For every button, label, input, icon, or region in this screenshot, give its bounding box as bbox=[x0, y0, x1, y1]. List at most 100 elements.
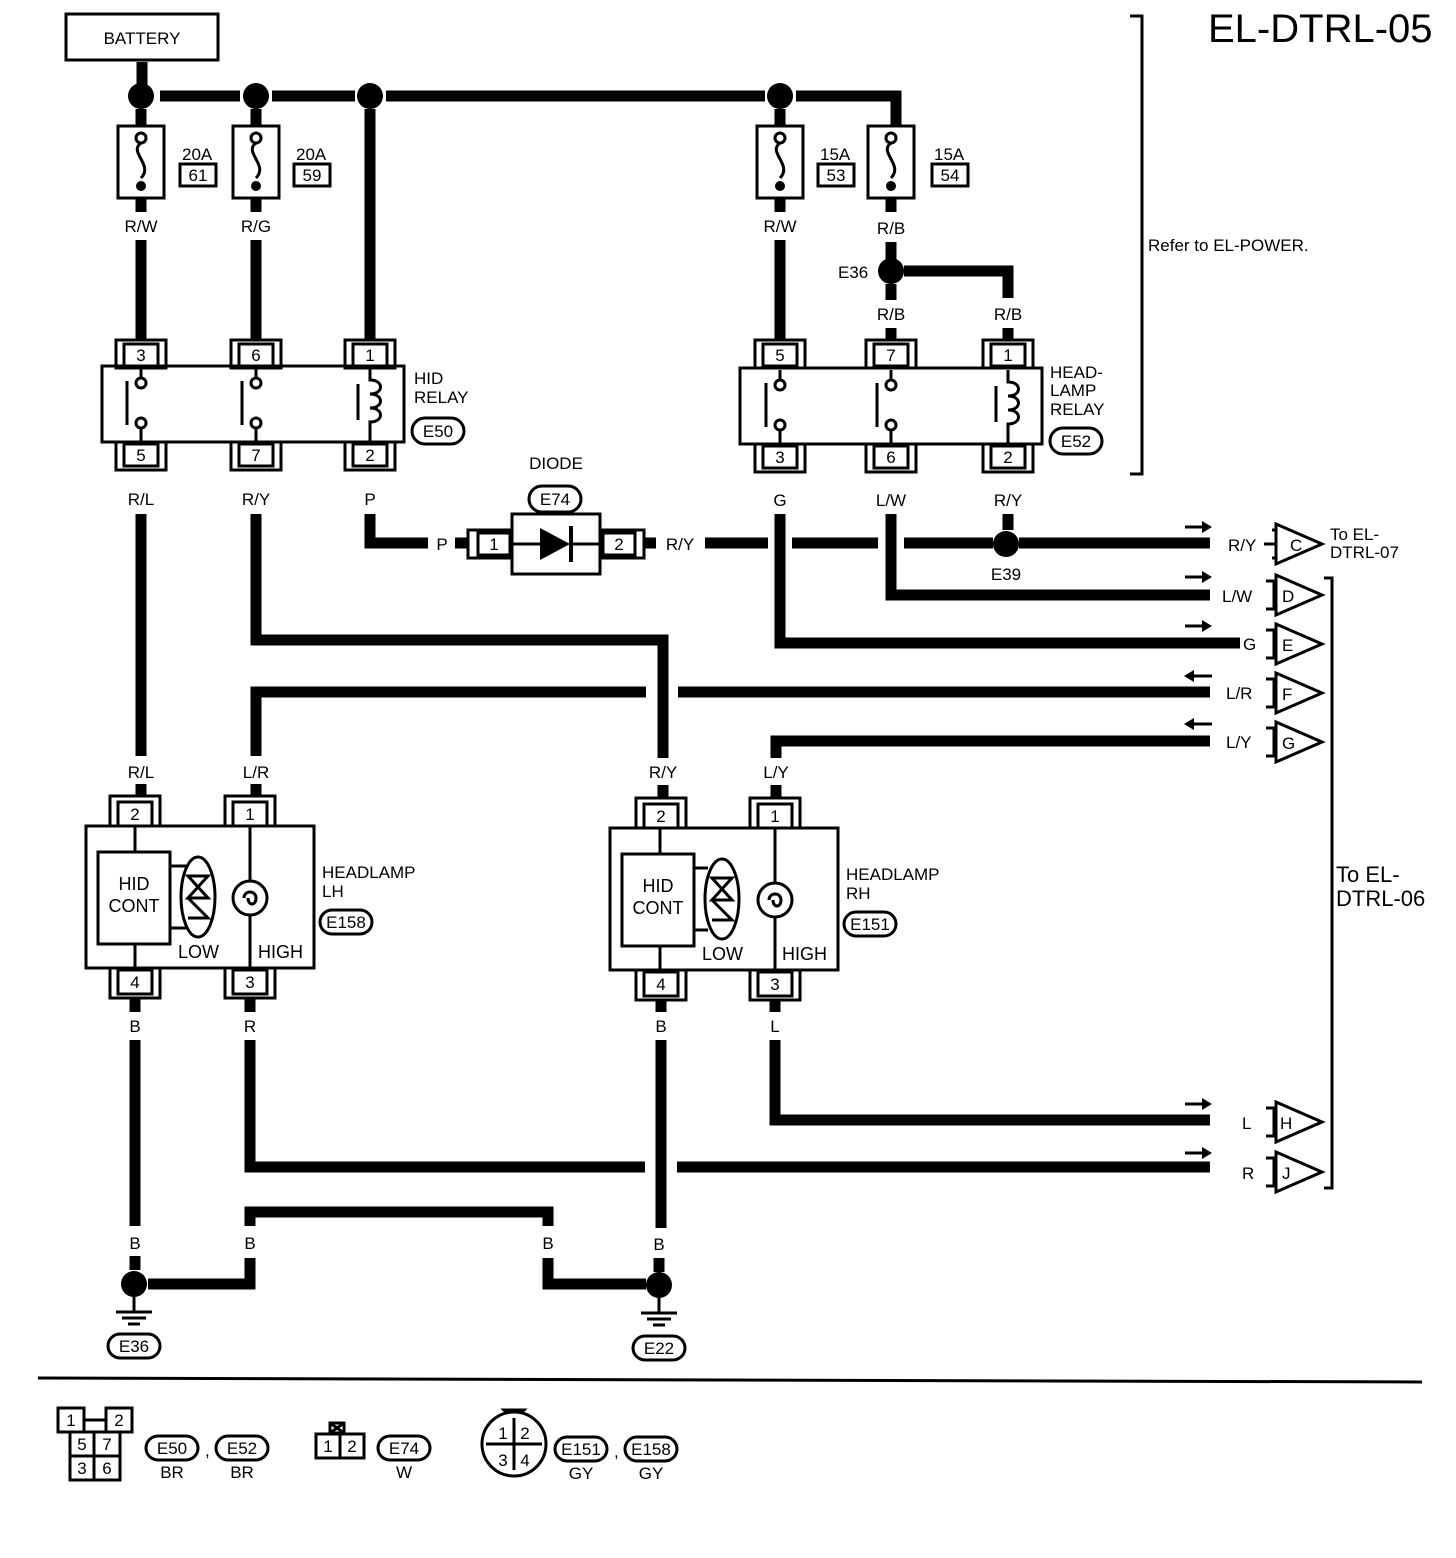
svg-text:E22: E22 bbox=[644, 1339, 674, 1358]
svg-text:LOW: LOW bbox=[702, 944, 743, 964]
svg-text:1: 1 bbox=[770, 807, 779, 826]
refer-text: Refer to EL-POWER. bbox=[1148, 236, 1309, 255]
wire-g: G bbox=[773, 491, 1240, 649]
legend-diode-connector: 1 2 E74 W bbox=[314, 1421, 432, 1482]
out-connector-c: R/Y C To EL- DTRL-07 bbox=[1185, 521, 1399, 567]
svg-text:20A: 20A bbox=[296, 145, 327, 164]
wire-rl: R/L R/L bbox=[128, 490, 154, 796]
svg-text:2: 2 bbox=[614, 535, 623, 554]
out-connector-f: F bbox=[1184, 670, 1326, 716]
splice-dot bbox=[357, 83, 383, 109]
legend-lamp-connector: 1 2 3 4 E151 , E158 GY GY bbox=[480, 1408, 679, 1483]
svg-text:,: , bbox=[614, 1442, 619, 1461]
wire-p-to-diode: P P bbox=[364, 490, 468, 554]
svg-text:E158: E158 bbox=[326, 913, 366, 932]
svg-text:GY: GY bbox=[569, 1464, 594, 1483]
svg-text:1: 1 bbox=[66, 1411, 75, 1430]
svg-text:P: P bbox=[436, 535, 447, 554]
dest-06-line1: To EL- bbox=[1336, 862, 1400, 887]
svg-text:3: 3 bbox=[775, 448, 784, 467]
svg-text:7: 7 bbox=[886, 346, 895, 365]
out-connector-j: R J bbox=[1185, 1147, 1326, 1195]
svg-text:R/Y: R/Y bbox=[649, 763, 677, 782]
svg-text:L/R: L/R bbox=[243, 763, 269, 782]
legend-separator bbox=[37, 1376, 1423, 1384]
svg-text:3: 3 bbox=[77, 1459, 86, 1478]
svg-text:2: 2 bbox=[520, 1424, 529, 1443]
svg-text:RELAY: RELAY bbox=[414, 388, 469, 407]
svg-text:G: G bbox=[1282, 734, 1295, 753]
wire-e39-splice: R/Y E39 bbox=[991, 491, 1022, 584]
svg-text:1: 1 bbox=[1003, 346, 1012, 365]
out-connector-g: G bbox=[1184, 718, 1326, 765]
svg-text:6: 6 bbox=[251, 346, 260, 365]
svg-text:3: 3 bbox=[245, 973, 254, 992]
svg-text:53: 53 bbox=[827, 166, 846, 185]
svg-text:LOW: LOW bbox=[178, 942, 219, 962]
svg-text:E74: E74 bbox=[540, 490, 570, 509]
headlamp-relay: 5 7 1 3 6 2 HEAD- LAMP RELAY E52 bbox=[738, 338, 1105, 474]
svg-text:RELAY: RELAY bbox=[1050, 400, 1105, 419]
svg-text:R/G: R/G bbox=[241, 217, 271, 236]
svg-text:15A: 15A bbox=[820, 145, 851, 164]
svg-text:20A: 20A bbox=[182, 145, 213, 164]
svg-text:7: 7 bbox=[102, 1435, 111, 1454]
svg-text:5: 5 bbox=[775, 346, 784, 365]
splice-dot bbox=[767, 83, 793, 109]
diode: DIODE E74 1 2 bbox=[466, 454, 646, 576]
svg-text:J: J bbox=[1282, 1164, 1291, 1183]
svg-text:E52: E52 bbox=[1061, 432, 1091, 451]
svg-text:B: B bbox=[655, 1017, 666, 1036]
svg-text:59: 59 bbox=[303, 166, 322, 185]
svg-text:R/Y: R/Y bbox=[666, 535, 694, 554]
svg-text:R/B: R/B bbox=[877, 219, 905, 238]
svg-text:L/R: L/R bbox=[1226, 684, 1252, 703]
svg-text:DIODE: DIODE bbox=[529, 454, 583, 473]
svg-text:HEAD-: HEAD- bbox=[1050, 363, 1103, 382]
wire-lw: L/W bbox=[876, 491, 1210, 601]
svg-text:E: E bbox=[1282, 636, 1293, 655]
battery-box bbox=[64, 12, 220, 62]
fuse-54: 15A 54 bbox=[866, 124, 970, 200]
out-connector-h: L H bbox=[1185, 1098, 1326, 1145]
svg-text:R: R bbox=[244, 1017, 256, 1036]
headlamp-rh: 2 1 4 3 HID CONT LOW HIGH HEADLAMP RH E1… bbox=[608, 796, 940, 1002]
svg-text:E151: E151 bbox=[850, 915, 890, 934]
svg-text:1: 1 bbox=[489, 535, 498, 554]
svg-text:D: D bbox=[1282, 587, 1294, 606]
svg-text:RH: RH bbox=[846, 884, 871, 903]
svg-text:HEADLAMP: HEADLAMP bbox=[322, 863, 416, 882]
svg-text:C: C bbox=[1290, 536, 1302, 555]
svg-text:2: 2 bbox=[365, 446, 374, 465]
svg-text:1: 1 bbox=[245, 805, 254, 824]
wire-ry-relay-to-rh: R/Y R/Y bbox=[242, 490, 677, 798]
fuse-61: 20A 61 bbox=[116, 109, 218, 200]
battery-label: BATTERY bbox=[104, 29, 181, 48]
svg-text:E74: E74 bbox=[389, 1439, 419, 1458]
svg-text:2: 2 bbox=[656, 807, 665, 826]
wire-fuse61-relay: R/W bbox=[124, 198, 158, 340]
ground-e36: E36 bbox=[106, 1271, 162, 1360]
svg-text:L/W: L/W bbox=[876, 491, 906, 510]
svg-text:W: W bbox=[396, 1463, 412, 1482]
svg-text:BR: BR bbox=[230, 1463, 254, 1482]
svg-text:6: 6 bbox=[102, 1459, 111, 1478]
svg-text:R/B: R/B bbox=[994, 305, 1022, 324]
svg-text:,: , bbox=[205, 1441, 210, 1460]
svg-text:61: 61 bbox=[189, 166, 208, 185]
svg-text:4: 4 bbox=[130, 973, 139, 992]
fuse-59: 20A 59 bbox=[231, 109, 332, 200]
svg-text:E158: E158 bbox=[631, 1440, 671, 1459]
svg-text:R/W: R/W bbox=[763, 217, 796, 236]
wire-lh-high-r: R bbox=[244, 998, 1210, 1173]
wire-ground-link: B B bbox=[148, 1206, 646, 1290]
svg-text:2: 2 bbox=[347, 1437, 356, 1456]
svg-text:R: R bbox=[1242, 1164, 1254, 1183]
svg-text:3: 3 bbox=[770, 975, 779, 994]
svg-text:L/Y: L/Y bbox=[763, 763, 789, 782]
svg-text:G: G bbox=[773, 491, 786, 510]
wire-rh-ground: B B bbox=[653, 1000, 667, 1272]
svg-text:E50: E50 bbox=[423, 422, 453, 441]
svg-text:B: B bbox=[129, 1234, 140, 1253]
power-bus bbox=[128, 62, 902, 126]
